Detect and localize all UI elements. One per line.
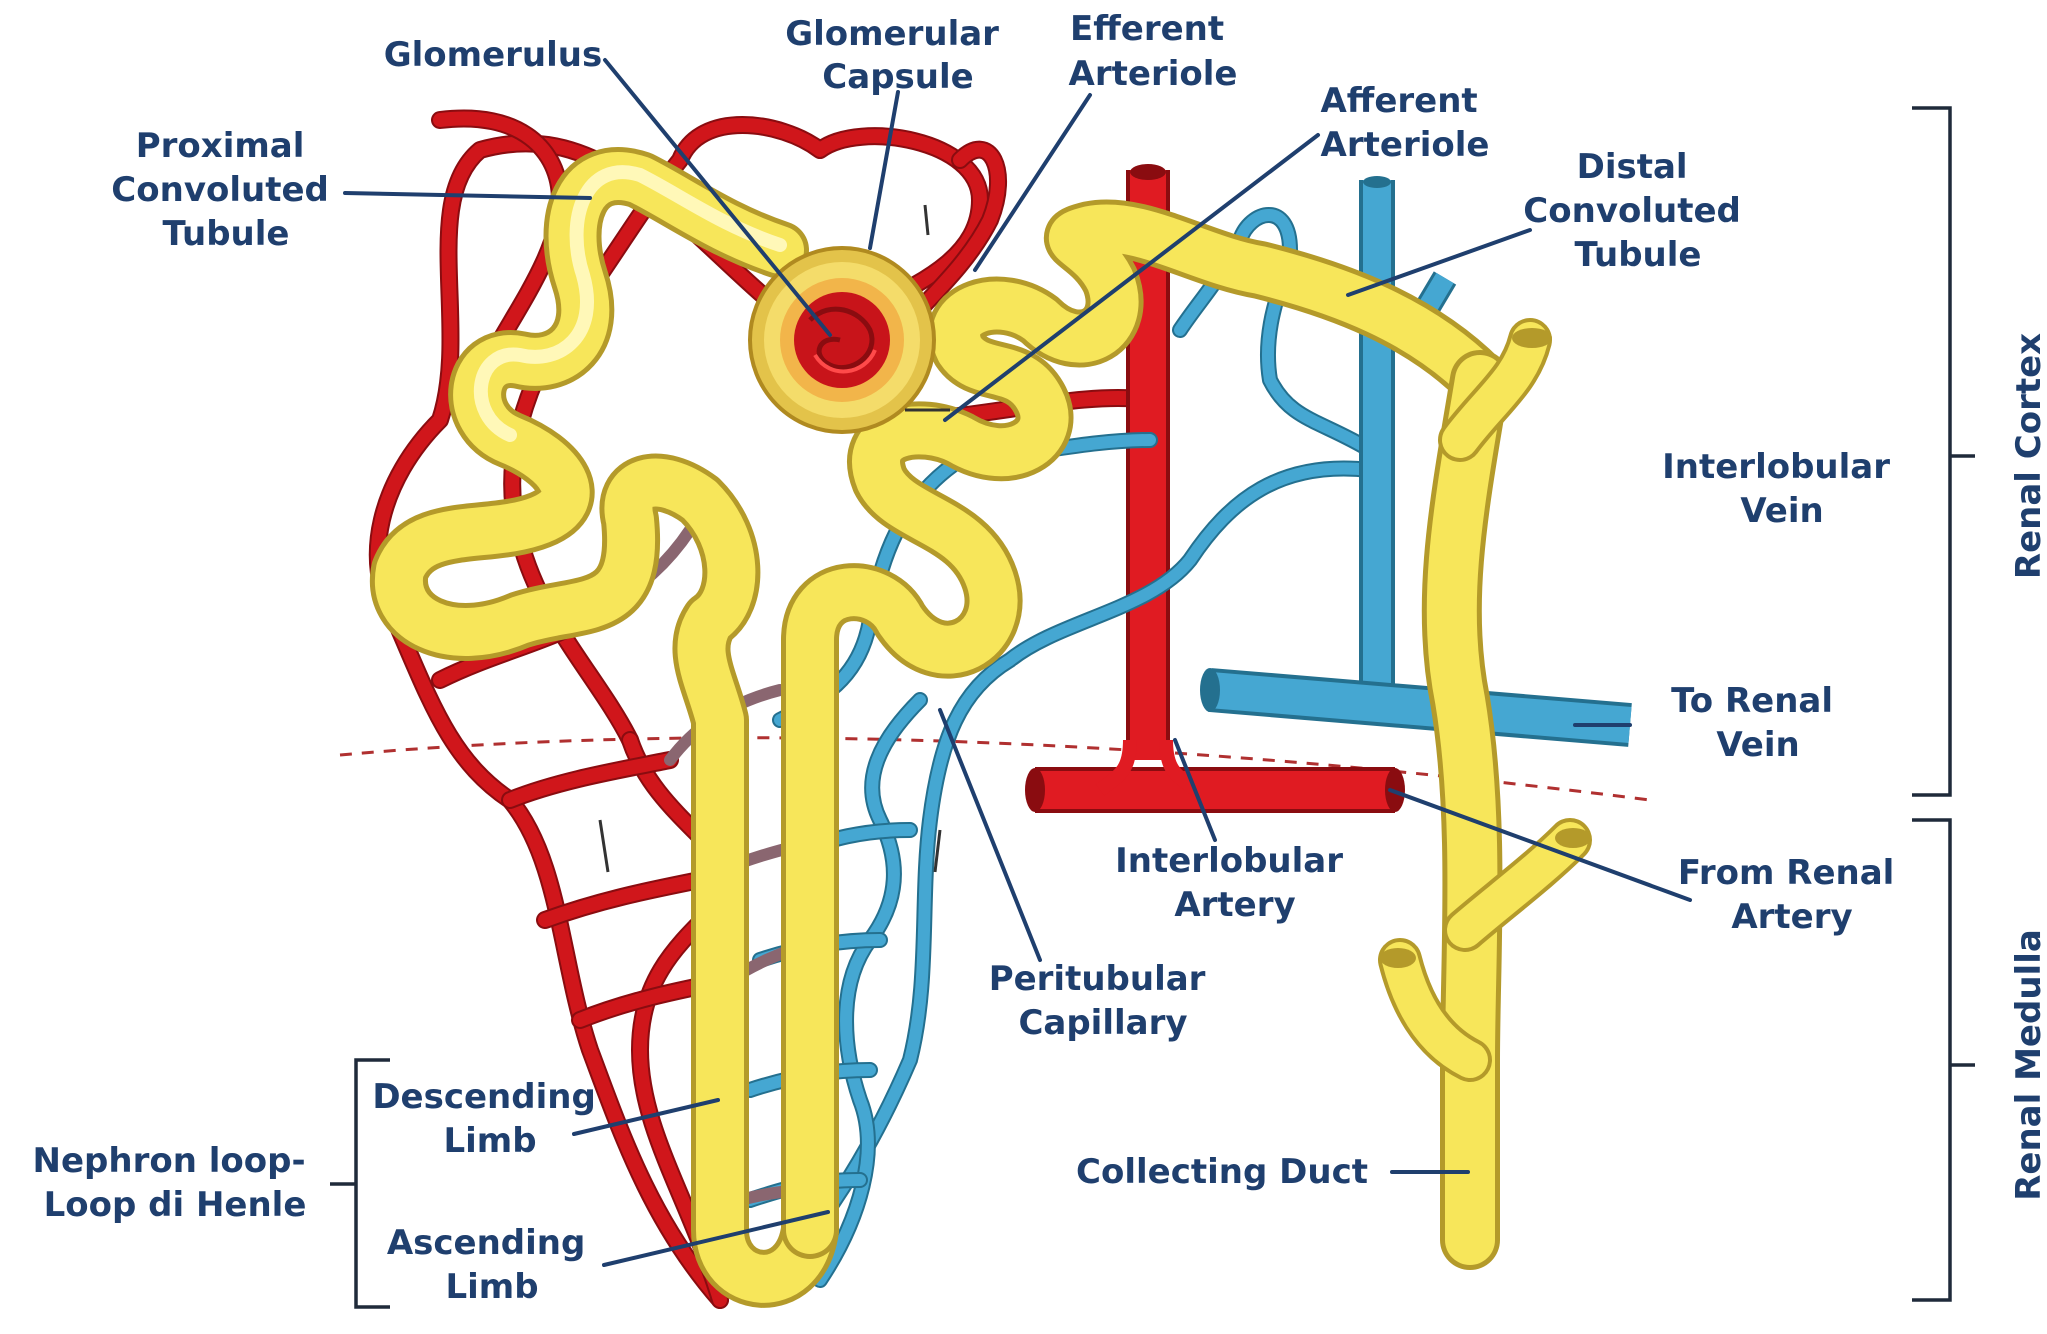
label-afferent-arteriole: Afferent Arteriole [1320, 81, 1489, 165]
label-ascending-limb: Ascending Limb [387, 1223, 597, 1307]
label-distal-convoluted-tubule: Distal Convoluted Tubule [1523, 147, 1752, 275]
label-nephron-loop: Nephron loop- Loop di Henle [33, 1141, 318, 1225]
label-peritubular-capillary: Peritubular Capillary [989, 959, 1218, 1043]
label-collecting-duct: Collecting Duct [1076, 1152, 1368, 1192]
label-proximal-convoluted-tubule: Proximal Convoluted Tubule [111, 126, 340, 254]
label-glomerular-capsule: Glomerular Capsule [785, 14, 1011, 97]
label-renal-cortex: Renal Cortex [2009, 333, 2047, 579]
label-renal-medulla: Renal Medulla [2009, 929, 2047, 1201]
label-efferent-arteriole: Efferent Arteriole [1069, 9, 1238, 94]
label-interlobular-artery: Interlobular Artery [1115, 841, 1355, 925]
label-from-renal-artery: From Renal Artery [1678, 853, 1906, 937]
label-interlobular-vein: Interlobular Vein [1662, 447, 1902, 531]
label-descending-limb: Descending Limb [372, 1077, 607, 1161]
label-glomerulus: Glomerulus [384, 35, 602, 75]
label-to-renal-vein: To Renal Vein [1671, 681, 1845, 765]
